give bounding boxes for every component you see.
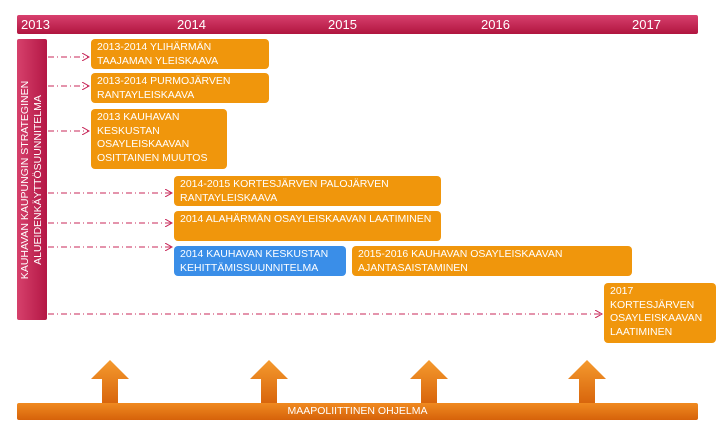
up-arrow-icon [410,360,448,406]
plan-box-purmojärvi: 2013-2014 PURMOJÄRVEN RANTAYLEISKAAVA [91,73,269,103]
up-arrow-icon [91,360,129,406]
year-2017-label: 2017 [632,17,661,32]
plan-box-alahärmä: 2014 ALAHÄRMÄN OSAYLEISKAAVAN LAATIMINEN [174,211,441,241]
land-policy-program-bar: MAAPOLIITTINEN OHJELMA [17,403,698,420]
year-2013-label: 2013 [21,17,50,32]
year-2015-label: 2015 [328,17,357,32]
plan-box-kortesjärvi-palojärvi: 2014-2015 KORTESJÄRVEN PALOJÄRVEN RANTAY… [174,176,441,206]
plan-box-kauhava-update: 2015-2016 KAUHAVAN OSAYLEISKAAVAN AJANTA… [352,246,632,276]
strategic-plan-bar: KAUHAVAN KAUPUNGIN STRATEGINEN ALUEIDENK… [17,39,47,320]
plan-box-kauhava-development: 2014 KAUHAVAN KESKUSTAN KEHITTÄMISSUUNNI… [174,246,346,276]
up-arrow-icon [568,360,606,406]
year-2014-label: 2014 [177,17,206,32]
plan-box-ylihärmä: 2013-2014 YLIHÄRMÄN TAAJAMAN YLEISKAAVA [91,39,269,69]
year-2016-label: 2016 [481,17,510,32]
land-policy-program-label: MAAPOLIITTINEN OHJELMA [287,405,428,417]
year-timeline-bar: 2013 2014 2015 2016 2017 [17,15,698,34]
up-arrow-icon [250,360,288,406]
plan-box-kortesjärvi-2017: 2017 KORTESJÄRVEN OSAYLEISKAAVAN LAATIMI… [604,283,716,343]
plan-box-kauhava-center-change: 2013 KAUHAVAN KESKUSTAN OSAYLEISKAAVAN O… [91,109,227,169]
